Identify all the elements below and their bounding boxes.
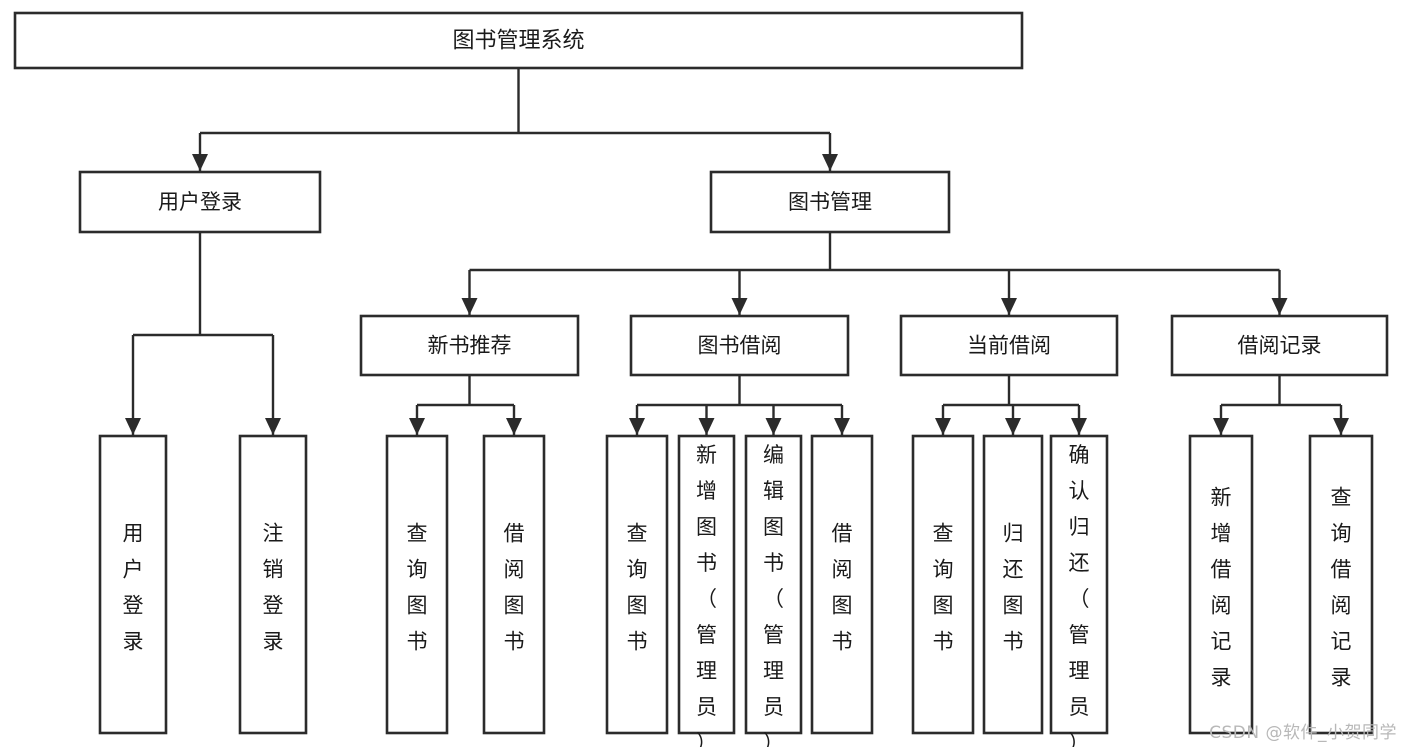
leaf-node-10-label: 归还图书 [1003,522,1024,654]
leaf-node-9-label: 查询图书 [933,522,954,654]
leaf-node-13[interactable]: 查询借阅记录 [1308,434,1374,735]
level2-node-2-label: 图书管理 [788,190,872,214]
leaf-node-12[interactable]: 新增借阅记录 [1188,434,1254,735]
watermark-text: CSDN @软件_小贺同学 [1209,723,1397,743]
level2-node-2[interactable]: 图书管理 [709,170,951,234]
leaf-node-4[interactable]: 借阅图书 [482,434,546,735]
leaf-node-2-label: 注销登录 [263,522,284,654]
level2-node-1-label: 用户登录 [158,190,242,214]
leaf-node-6[interactable]: 新增图书（管理员） [677,434,736,747]
leaf-node-5-label: 查询图书 [627,522,648,654]
leaf-node-8[interactable]: 借阅图书 [810,434,874,735]
level3-node-2-label: 图书借阅 [698,334,782,358]
arrow-head-icon [822,154,838,171]
leaf-node-2-box[interactable] [238,434,308,735]
leaf-node-3[interactable]: 查询图书 [385,434,449,735]
arrow-head-icon [765,418,782,435]
leaf-node-10-box[interactable] [982,434,1044,735]
leaf-node-6-box[interactable] [677,434,736,735]
arrow-head-icon [1001,298,1017,315]
arrow-head-icon [629,418,645,435]
leaf-node-11-label: 确认归还（管理员） [1069,443,1090,747]
arrow-head-icon [265,418,281,435]
arrow-head-icon [1213,418,1229,435]
root-node-book-management-system-box[interactable] [13,11,1024,70]
leaf-node-1-box[interactable] [98,434,168,735]
leaf-node-8-box[interactable] [810,434,874,735]
level2-node-1-box[interactable] [78,170,322,234]
arrow-head-icon [1333,418,1349,435]
leaf-node-10[interactable]: 归还图书 [982,434,1044,735]
root-node-book-management-system[interactable]: 图书管理系统 [13,11,1024,70]
level3-node-4-box[interactable] [1170,314,1389,377]
level3-node-3[interactable]: 当前借阅 [899,314,1119,377]
level3-node-1-box[interactable] [359,314,580,377]
leaf-node-6-label: 新增图书（管理员） [696,443,717,747]
leaf-node-13-label: 查询借阅记录 [1331,486,1352,690]
level2-node-2-box[interactable] [709,170,951,234]
leaf-node-2[interactable]: 注销登录 [238,434,308,735]
leaf-node-9-box[interactable] [911,434,975,735]
level3-node-1-label: 新书推荐 [428,334,512,358]
leaf-node-7-box[interactable] [744,434,803,735]
level3-node-1[interactable]: 新书推荐 [359,314,580,377]
arrow-head-icon [1071,418,1087,435]
leaf-node-7[interactable]: 编辑图书（管理员） [744,434,803,747]
arrow-head-icon [731,298,748,315]
level3-node-4-label: 借阅记录 [1238,334,1322,358]
level2-node-1[interactable]: 用户登录 [78,170,322,234]
level3-node-2[interactable]: 图书借阅 [629,314,850,377]
level3-node-4[interactable]: 借阅记录 [1170,314,1389,377]
arrow-head-icon [698,418,715,435]
level3-node-3-box[interactable] [899,314,1119,377]
leaf-node-12-box[interactable] [1188,434,1254,735]
arrow-head-icon [461,298,478,315]
arrow-head-icon [1005,418,1021,435]
leaf-node-3-label: 查询图书 [407,522,428,654]
leaf-node-4-box[interactable] [482,434,546,735]
leaf-node-8-label: 借阅图书 [832,522,853,654]
leaf-node-5-box[interactable] [605,434,669,735]
arrow-head-icon [1271,298,1288,315]
level3-node-3-label: 当前借阅 [967,334,1051,358]
arrow-head-icon [192,154,208,171]
leaf-node-11-box[interactable] [1049,434,1109,735]
node-layer: 图书管理系统用户登录图书管理新书推荐图书借阅当前借阅借阅记录用户登录注销登录查询… [13,11,1389,747]
connector-layer [125,68,1349,435]
leaf-node-11[interactable]: 确认归还（管理员） [1049,434,1109,747]
arrow-head-icon [125,418,141,435]
arrow-head-icon [935,418,951,435]
level3-node-2-box[interactable] [629,314,850,377]
leaf-node-1-label: 用户登录 [123,522,144,654]
leaf-node-1[interactable]: 用户登录 [98,434,168,735]
arrow-head-icon [834,418,850,435]
arrow-head-icon [506,418,522,435]
leaf-node-13-box[interactable] [1308,434,1374,735]
arrow-head-icon [409,418,425,435]
leaf-node-3-box[interactable] [385,434,449,735]
root-node-book-management-system-label: 图书管理系统 [452,29,584,54]
leaf-node-12-label: 新增借阅记录 [1211,486,1232,690]
leaf-node-9[interactable]: 查询图书 [911,434,975,735]
leaf-node-4-label: 借阅图书 [504,522,525,654]
leaf-node-5[interactable]: 查询图书 [605,434,669,735]
leaf-node-7-label: 编辑图书（管理员） [763,443,784,747]
